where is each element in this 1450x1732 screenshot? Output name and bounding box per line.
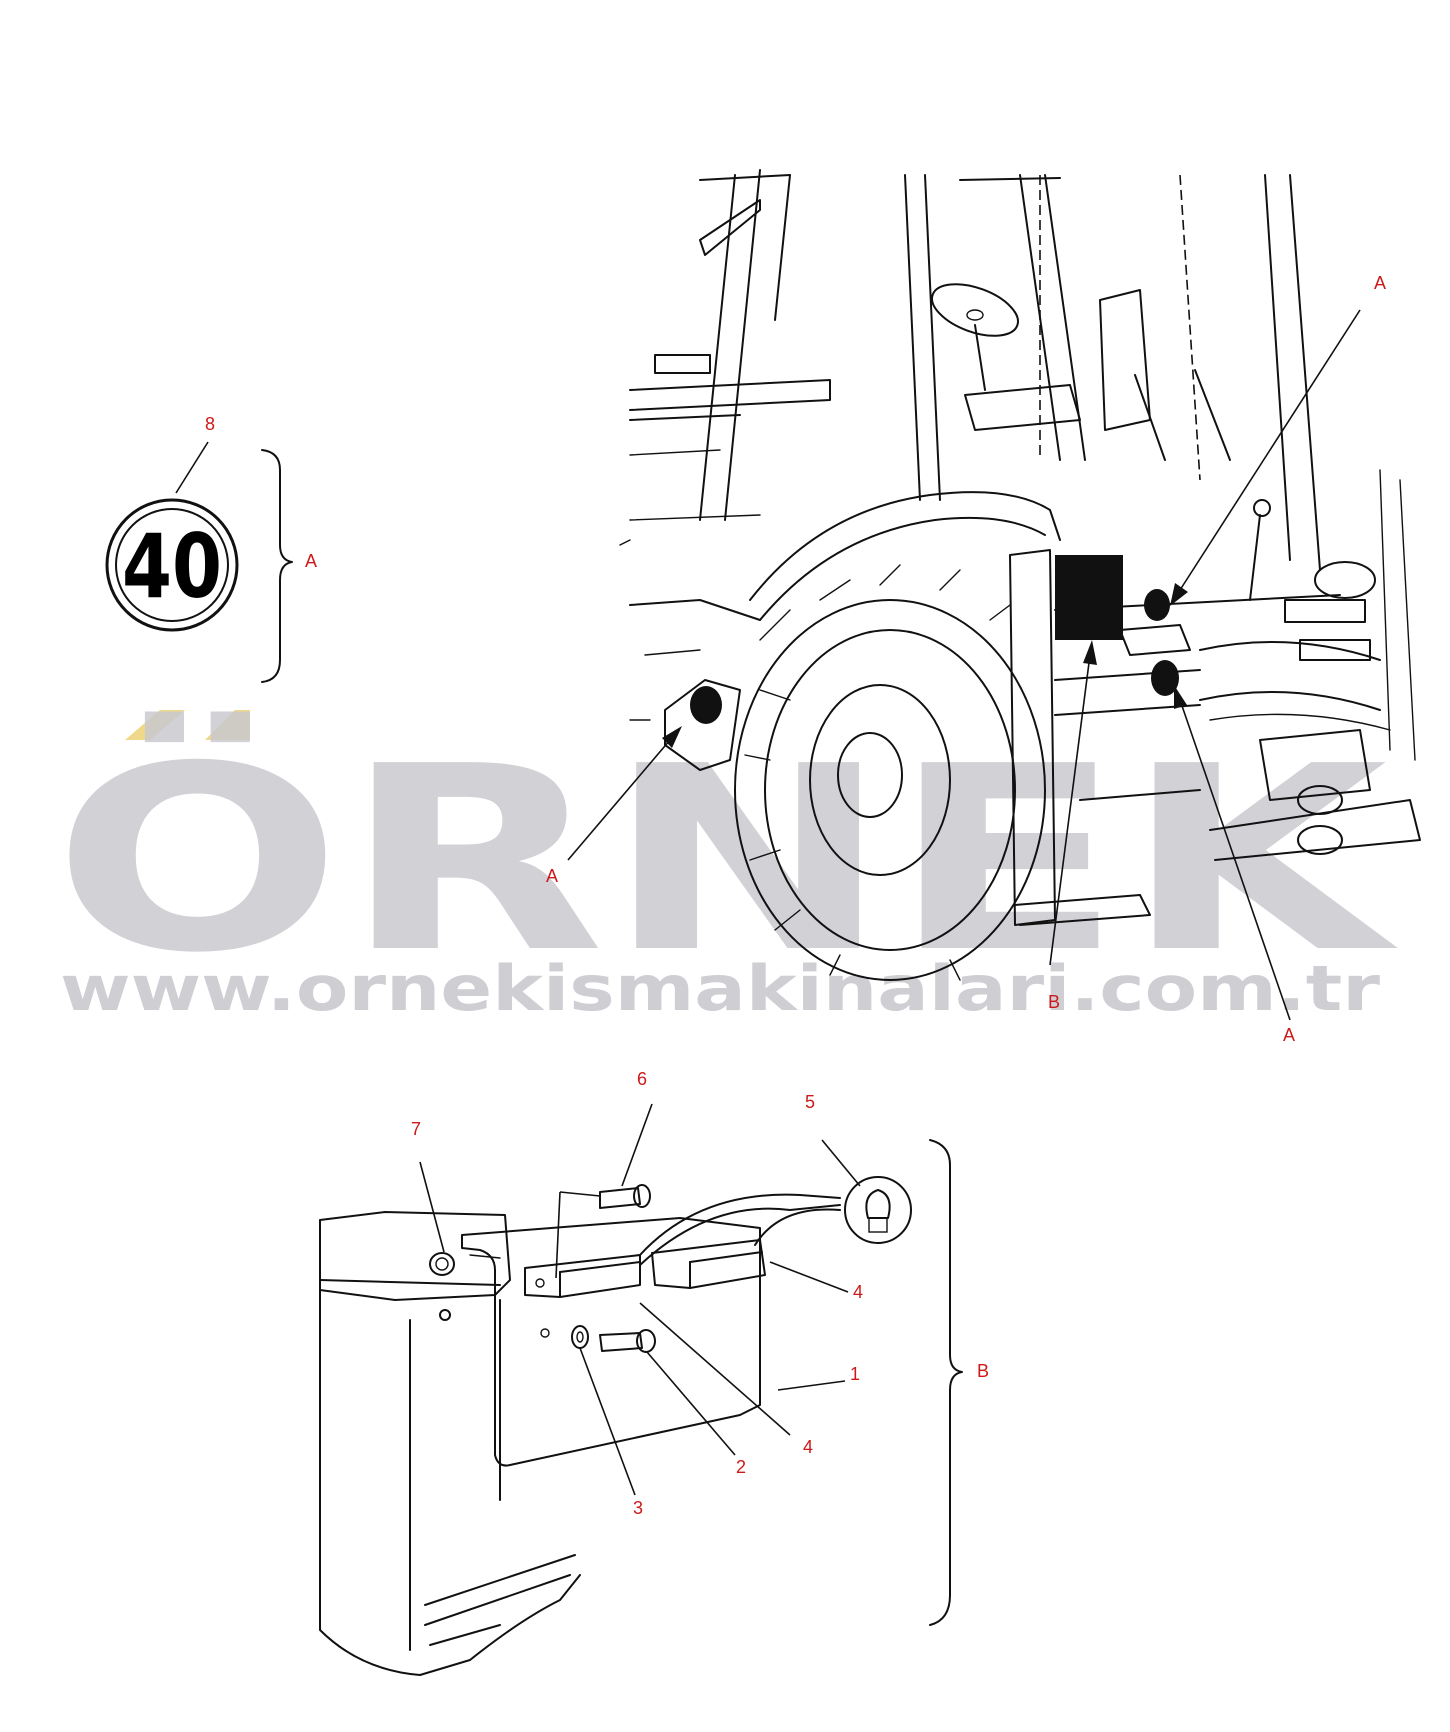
- callout-6: 6: [637, 1069, 647, 1089]
- license-plate-position: [1055, 555, 1123, 640]
- callout-a-bottom: A: [1283, 1025, 1295, 1045]
- machine-rear-view: [619, 169, 1421, 981]
- callout-a-left: A: [546, 866, 558, 886]
- watermark: ÖRNEK www.ornekismakinalari.com.tr: [53, 710, 1399, 1025]
- callout-3: 3: [633, 1498, 643, 1518]
- screw-6: [599, 1184, 651, 1209]
- speed-limit-sign-icon: 40: [105, 498, 239, 632]
- callout-a-bracket: A: [305, 551, 317, 571]
- callout-b-pointer: B: [1048, 992, 1060, 1012]
- callout-4-upper: 4: [853, 1282, 863, 1302]
- screw-2: [599, 1329, 656, 1353]
- reflector-right-upper: [1144, 589, 1170, 621]
- reflector-right-lower: [1151, 660, 1179, 696]
- reflector-left: [690, 686, 722, 724]
- callout-8: 8: [205, 414, 215, 434]
- callout-7: 7: [411, 1119, 421, 1139]
- bulb-icon: [844, 1176, 912, 1244]
- callout-1: 1: [850, 1364, 860, 1384]
- assembly-leaders: [419, 1103, 861, 1496]
- callout-b-bracket: B: [977, 1361, 989, 1381]
- callout-5: 5: [805, 1092, 815, 1112]
- leader-8: [175, 441, 209, 494]
- plate-light-assembly: [319, 1139, 963, 1676]
- callout-4-lower: 4: [803, 1437, 813, 1457]
- bracket-a: [261, 449, 293, 683]
- machine-pointers: [567, 309, 1361, 1021]
- callout-a-top: A: [1374, 273, 1386, 293]
- callout-2: 2: [736, 1457, 746, 1477]
- watermark-accent-right: [205, 710, 250, 740]
- watermark-url: www.ornekismakinalari.com.tr: [60, 952, 1381, 1025]
- watermark-accent-left: [125, 710, 185, 740]
- speed-sign-value: 40: [122, 515, 222, 618]
